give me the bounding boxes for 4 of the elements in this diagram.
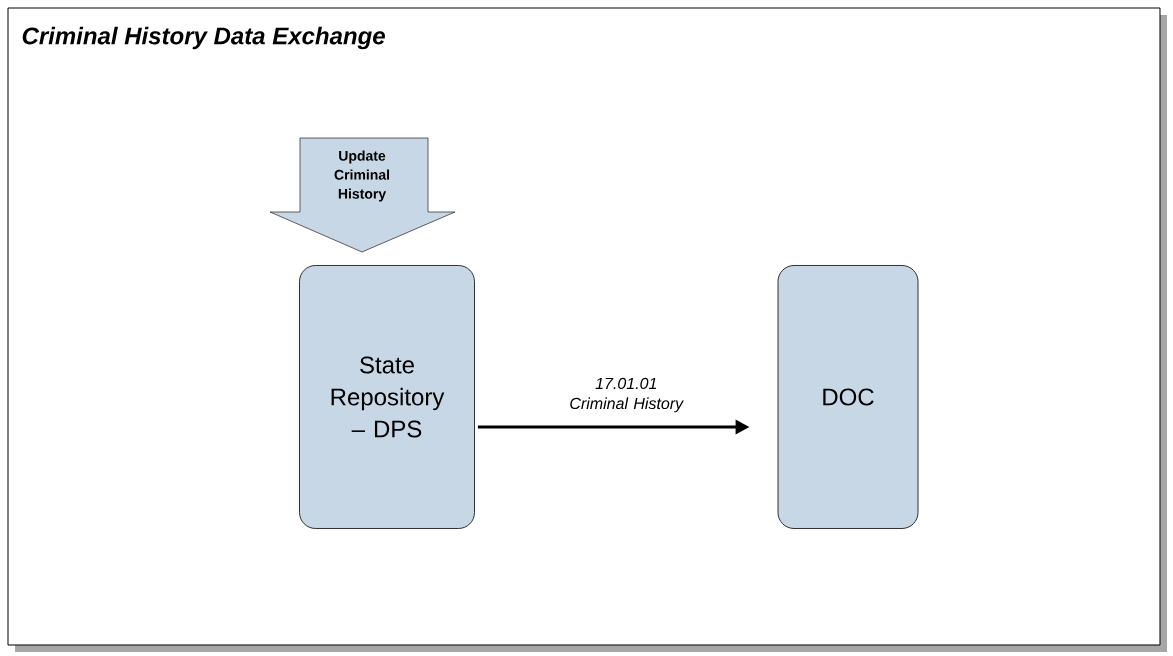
title: Criminal History Data Exchange xyxy=(22,26,385,50)
system-box: State Repository – DPS xyxy=(299,265,475,529)
edge-label: 17.01.01 Criminal History xyxy=(570,377,684,413)
system-box: DOC xyxy=(777,265,919,529)
